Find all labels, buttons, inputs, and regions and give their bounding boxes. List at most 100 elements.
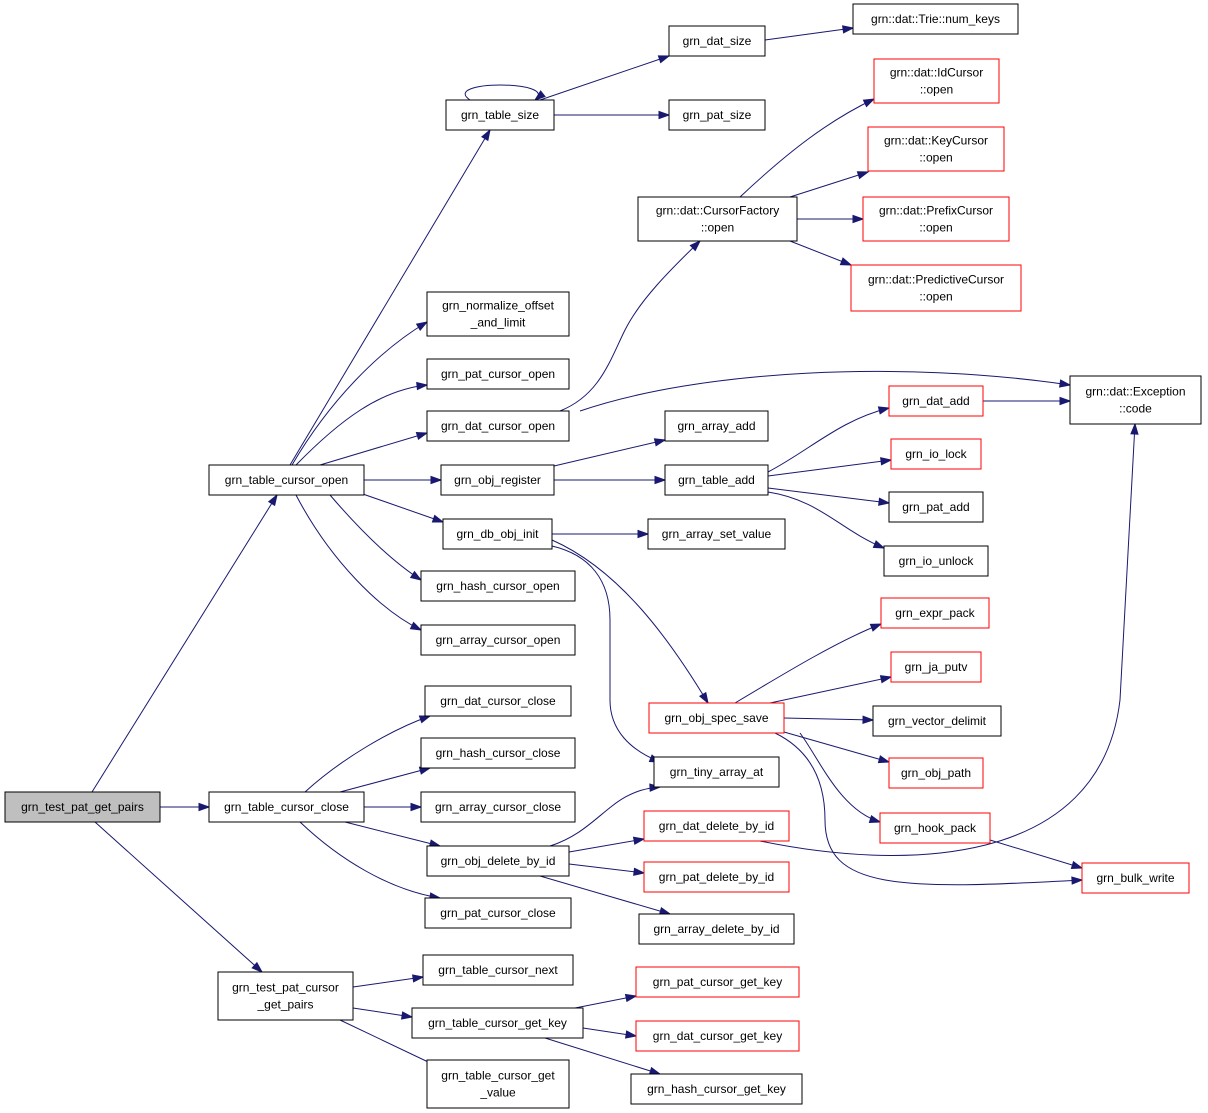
- node-aco[interactable]: grn_array_cursor_open: [420, 624, 576, 656]
- node-tcgv[interactable]: grn_table_cursor_get_value: [426, 1059, 570, 1109]
- node-pco[interactable]: grn_pat_cursor_open: [426, 358, 570, 390]
- node-iounlock[interactable]: grn_io_unlock: [883, 545, 989, 577]
- node-label: grn_io_lock: [905, 447, 967, 461]
- node-dadd[interactable]: grn_dat_add: [888, 385, 984, 417]
- node-prefcur[interactable]: grn::dat::PrefixCursor::open: [862, 196, 1010, 242]
- node-padd[interactable]: grn_pat_add: [888, 491, 984, 523]
- node-hcc[interactable]: grn_hash_cursor_close: [420, 737, 576, 769]
- node-tiny[interactable]: grn_tiny_array_at: [653, 756, 780, 788]
- node-tsize[interactable]: grn_table_size: [445, 99, 555, 131]
- node-label: grn_vector_delimit: [888, 714, 987, 728]
- node-vdelim[interactable]: grn_vector_delimit: [872, 705, 1002, 737]
- node-hcgk[interactable]: grn_hash_cursor_get_key: [630, 1073, 803, 1105]
- edge-cfact-to-prefcur: [797, 214, 865, 224]
- node-odel[interactable]: grn_obj_delete_by_id: [426, 845, 570, 877]
- edge-tcc-to-dcc: [304, 715, 432, 793]
- node-dbinit[interactable]: grn_db_obj_init: [442, 518, 553, 550]
- node-label: grn_io_unlock: [899, 554, 975, 568]
- node-tpcgp[interactable]: grn_test_pat_cursor_get_pairs: [217, 971, 354, 1021]
- node-cfact[interactable]: grn::dat::CursorFactory::open: [637, 196, 798, 242]
- node-pdel[interactable]: grn_pat_delete_by_id: [643, 861, 790, 893]
- node-oreg[interactable]: grn_obj_register: [440, 464, 555, 496]
- node-label: grn_hash_cursor_close: [436, 746, 561, 760]
- node-label: grn_pat_cursor_close: [440, 906, 556, 920]
- node-hco[interactable]: grn_hash_cursor_open: [420, 570, 576, 602]
- node-label: grn_test_pat_cursor: [232, 981, 339, 995]
- node-aadd[interactable]: grn_array_add: [664, 410, 769, 442]
- edge-cfact-to-predcur: [789, 240, 853, 266]
- node-adel[interactable]: grn_array_delete_by_id: [638, 913, 795, 945]
- edge-odel-to-pdel: [568, 863, 646, 876]
- node-label: grn_obj_register: [454, 473, 541, 487]
- edge-tcgk-to-dcgk: [582, 1027, 638, 1039]
- node-label: grn_table_cursor_close: [224, 800, 349, 814]
- node-pcgk[interactable]: grn_pat_cursor_get_key: [635, 966, 800, 998]
- edges-layer: [91, 25, 1139, 1075]
- node-label: grn_array_add: [677, 419, 755, 433]
- node-asv[interactable]: grn_array_set_value: [647, 518, 786, 550]
- edge-dadd-to-exc: [983, 396, 1072, 406]
- edge-tsize-to-psize: [554, 110, 671, 120]
- node-psize[interactable]: grn_pat_size: [668, 99, 766, 131]
- node-dcc[interactable]: grn_dat_cursor_close: [424, 685, 572, 717]
- edge-oreg-to-aadd: [553, 438, 667, 467]
- node-label: grn_array_cursor_open: [436, 633, 561, 647]
- node-trie[interactable]: grn::dat::Trie::num_keys: [852, 3, 1019, 35]
- node-label: grn_table_add: [678, 473, 755, 487]
- node-pcc[interactable]: grn_pat_cursor_close: [424, 897, 572, 929]
- node-tcn[interactable]: grn_table_cursor_next: [422, 954, 574, 986]
- edge-tsize-to-dsize: [539, 55, 671, 101]
- node-keycur[interactable]: grn::dat::KeyCursor::open: [867, 126, 1005, 172]
- edge-tadd-to-padd: [767, 487, 891, 506]
- node-label: grn_dat_cursor_close: [440, 694, 556, 708]
- node-opath[interactable]: grn_obj_path: [888, 757, 984, 789]
- edge-tco-to-dbinit: [359, 492, 445, 523]
- node-tco[interactable]: grn_table_cursor_open: [208, 464, 365, 496]
- edge-tcc-to-acc: [364, 802, 423, 812]
- edge-hookp-to-bulkw: [989, 839, 1084, 869]
- node-bulkw[interactable]: grn_bulk_write: [1081, 862, 1190, 894]
- node-dsize[interactable]: grn_dat_size: [668, 25, 766, 57]
- node-label: grn_table_cursor_open: [225, 473, 348, 487]
- node-ddel[interactable]: grn_dat_delete_by_id: [643, 810, 790, 842]
- node-label: ::open: [919, 221, 952, 235]
- node-label: grn_hash_cursor_get_key: [647, 1082, 786, 1096]
- edge-tco-to-tsize: [289, 128, 491, 466]
- node-idcur[interactable]: grn::dat::IdCursor::open: [873, 58, 1000, 104]
- node-label: ::open: [701, 221, 734, 235]
- node-label: grn_tiny_array_at: [670, 765, 764, 779]
- node-label: grn_table_size: [461, 108, 539, 122]
- edge-tpcgp-to-tcgk: [352, 1007, 414, 1020]
- edge-tadd-to-dadd: [767, 406, 891, 473]
- node-label: grn_db_obj_init: [456, 527, 539, 541]
- node-label: ::open: [919, 290, 952, 304]
- edge-ddel-to-exc: [759, 422, 1139, 856]
- node-japutv[interactable]: grn_ja_putv: [890, 651, 982, 683]
- node-tadd[interactable]: grn_table_add: [664, 464, 769, 496]
- node-label: grn_bulk_write: [1096, 871, 1174, 885]
- node-dco[interactable]: grn_dat_cursor_open: [426, 410, 570, 442]
- edge-oss-to-vdelim: [783, 715, 875, 724]
- node-label: grn_test_pat_get_pairs: [21, 800, 144, 814]
- node-exc[interactable]: grn::dat::Exception::code: [1069, 375, 1202, 425]
- node-label: grn_dat_cursor_get_key: [653, 1029, 782, 1043]
- edge-oss-to-opath: [783, 731, 891, 764]
- node-acc[interactable]: grn_array_cursor_close: [420, 791, 576, 823]
- edge-oreg-to-tadd: [554, 475, 667, 485]
- node-tcgk[interactable]: grn_table_cursor_get_key: [411, 1007, 584, 1039]
- node-iolock[interactable]: grn_io_lock: [890, 438, 982, 470]
- edge-oss-to-exprp: [734, 623, 883, 704]
- node-label: grn::dat::Exception: [1085, 385, 1185, 399]
- node-dcgk[interactable]: grn_dat_cursor_get_key: [635, 1020, 800, 1052]
- edge-tpcgp-to-tcn: [352, 974, 425, 988]
- node-hookp[interactable]: grn_hook_pack: [879, 812, 991, 844]
- node-label: grn_dat_add: [902, 394, 969, 408]
- node-label: grn_array_delete_by_id: [653, 922, 779, 936]
- node-exprp[interactable]: grn_expr_pack: [880, 597, 990, 629]
- node-oss[interactable]: grn_obj_spec_save: [648, 702, 785, 734]
- node-tcc[interactable]: grn_table_cursor_close: [208, 791, 365, 823]
- node-norm[interactable]: grn_normalize_offset_and_limit: [426, 291, 570, 337]
- node-root[interactable]: grn_test_pat_get_pairs: [4, 791, 161, 823]
- node-predcur[interactable]: grn::dat::PredictiveCursor::open: [850, 264, 1022, 312]
